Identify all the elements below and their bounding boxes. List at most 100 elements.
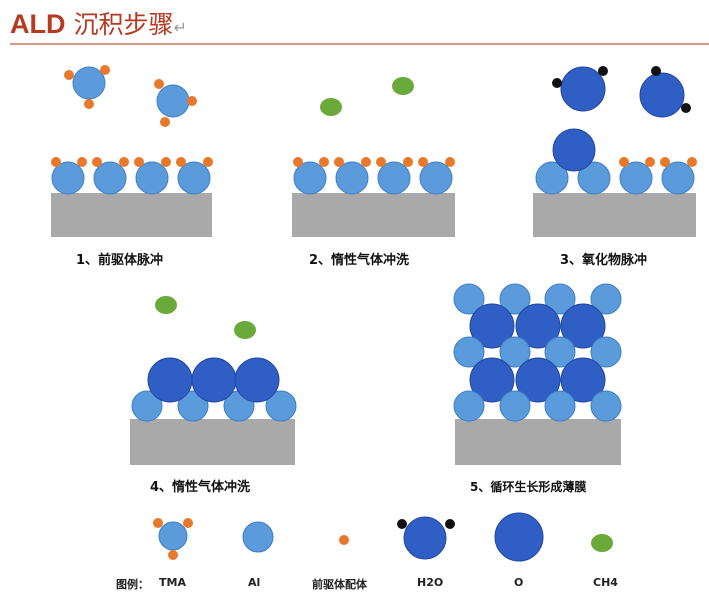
film-al-atom	[499, 283, 531, 315]
h-atom	[552, 78, 562, 88]
surface-al-atom	[131, 390, 163, 422]
tma-ligand	[84, 99, 94, 109]
surface-ligand	[134, 157, 144, 167]
tma-al-atom	[156, 84, 190, 118]
legend-label-ligand: 前驱体配体	[312, 578, 367, 591]
ch4-molecule	[234, 321, 256, 339]
surface-al-atom	[335, 161, 369, 195]
film-al-atom	[544, 283, 576, 315]
surface-al-atom	[377, 161, 411, 195]
surface-ligand	[51, 157, 61, 167]
title-divider	[10, 43, 709, 45]
tma-ligand	[100, 65, 110, 75]
h2o-o-atom	[403, 516, 447, 560]
surface-ligand	[334, 157, 344, 167]
title-latin: ALD	[10, 9, 66, 39]
surface-al-atom	[619, 161, 653, 195]
surface-ligand	[619, 157, 629, 167]
film-al-atom	[453, 336, 485, 368]
legend-label-o: O	[514, 576, 524, 589]
h-atom	[681, 103, 691, 113]
legend-prefix: 图例：	[116, 578, 149, 591]
substrate-1	[51, 193, 212, 237]
film-al-atom	[453, 283, 485, 315]
surface-al-atom	[177, 390, 209, 422]
step-5-label: 5、循环生长形成薄膜	[470, 480, 587, 494]
legend-label-tma: TMA	[159, 576, 186, 589]
film-al-atom	[499, 336, 531, 368]
substrate-3	[533, 193, 696, 237]
surface-ligand	[361, 157, 371, 167]
h2o-o-atom	[639, 72, 685, 118]
surface-ligand	[645, 157, 655, 167]
surface-ligand	[293, 157, 303, 167]
surface-ligand	[92, 157, 102, 167]
legend-ch4-icon	[591, 534, 613, 552]
return-mark-icon: ↵	[173, 18, 187, 37]
film-al-atom	[544, 336, 576, 368]
film-al-atom	[590, 336, 622, 368]
surface-ligand	[161, 157, 171, 167]
legend-al-icon	[242, 521, 274, 553]
tma-al-atom	[72, 66, 106, 100]
surface-ligand	[319, 157, 329, 167]
step-3-label: 3、氧化物脉冲	[560, 253, 648, 268]
o-atom	[147, 357, 193, 403]
film-o-atom	[515, 357, 561, 403]
tma-al-atom	[158, 521, 188, 551]
tma-ligand	[153, 518, 163, 528]
surface-ligand	[660, 157, 670, 167]
surface-al-atom	[535, 161, 569, 195]
surface-al-atom	[661, 161, 695, 195]
h-atom	[651, 66, 661, 76]
surface-ligand	[403, 157, 413, 167]
legend-label-ch4: CH4	[593, 576, 618, 589]
legend-label-al: Al	[248, 576, 261, 589]
surface-ligand	[445, 157, 455, 167]
tma-ligand	[160, 117, 170, 127]
ch4-molecule	[155, 296, 177, 314]
film-al-atom	[544, 390, 576, 422]
substrate-2	[292, 193, 455, 237]
step-1-label: 1、前驱体脉冲	[76, 253, 164, 268]
film-o-atom	[469, 303, 515, 349]
film-al-atom	[499, 390, 531, 422]
surface-ligand	[176, 157, 186, 167]
h-atom	[445, 519, 455, 529]
surface-ligand	[687, 157, 697, 167]
surface-ligand	[119, 157, 129, 167]
adsorbed-o-atom	[552, 128, 596, 172]
substrate-5	[455, 419, 621, 465]
surface-al-atom	[265, 390, 297, 422]
substrate-4	[130, 419, 295, 465]
h-atom	[397, 519, 407, 529]
page-title: ALD 沉积步骤↵	[10, 4, 187, 44]
film-al-atom	[453, 390, 485, 422]
surface-al-atom	[293, 161, 327, 195]
surface-al-atom	[135, 161, 169, 195]
film-al-atom	[590, 390, 622, 422]
surface-al-atom	[51, 161, 85, 195]
h-atom	[598, 66, 608, 76]
legend-ligand-icon	[339, 535, 349, 545]
legend-label-h2o: H2O	[417, 576, 444, 589]
ch4-molecule	[392, 77, 414, 95]
step-2-label: 2、惰性气体冲洗	[309, 253, 410, 268]
tma-ligand	[168, 550, 178, 560]
tma-ligand	[154, 79, 164, 89]
title-cjk: 沉积步骤	[73, 10, 174, 39]
film-al-atom	[590, 283, 622, 315]
surface-ligand	[376, 157, 386, 167]
film-o-atom	[469, 357, 515, 403]
o-atom	[191, 357, 237, 403]
tma-ligand	[187, 96, 197, 106]
surface-ligand	[418, 157, 428, 167]
legend-o-icon	[494, 512, 544, 562]
surface-al-atom	[177, 161, 211, 195]
surface-al-atom	[93, 161, 127, 195]
tma-ligand	[64, 70, 74, 80]
film-o-atom	[560, 357, 606, 403]
surface-al-atom	[419, 161, 453, 195]
film-o-atom	[560, 303, 606, 349]
